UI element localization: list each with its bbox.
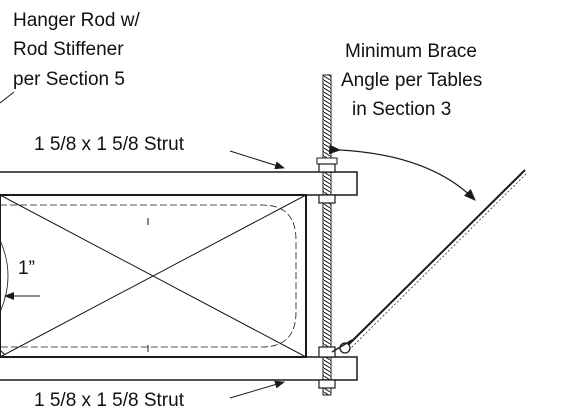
seismic-brace bbox=[331, 169, 528, 354]
duct-rounded-outline bbox=[0, 204, 297, 348]
hanger-rod-label-line1: Hanger Rod w/ bbox=[13, 10, 140, 31]
hanger-rod-label-line2: Rod Stiffener bbox=[13, 39, 124, 60]
bottom-strut bbox=[0, 356, 358, 381]
leader-lines bbox=[0, 91, 285, 399]
brace-angle-label-line3: in Section 3 bbox=[352, 99, 451, 120]
top-strut-label: 1 5/8 x 1 5/8 Strut bbox=[34, 134, 185, 155]
bottom-strut-label: 1 5/8 x 1 5/8 Strut bbox=[34, 390, 185, 411]
bottom-strut-nut bbox=[318, 346, 336, 389]
brace-angle-label-line1: Minimum Brace bbox=[345, 41, 477, 62]
top-strut bbox=[0, 171, 358, 196]
one-inch-dimension-label: 1” bbox=[18, 258, 35, 279]
brace-angle-label-line2: Angle per Tables bbox=[341, 70, 482, 91]
duct-section bbox=[0, 194, 307, 358]
brace-angle-arc bbox=[328, 144, 476, 201]
hanger-rod-label-line3: per Section 5 bbox=[13, 69, 125, 90]
hanger-rod bbox=[322, 74, 332, 396]
